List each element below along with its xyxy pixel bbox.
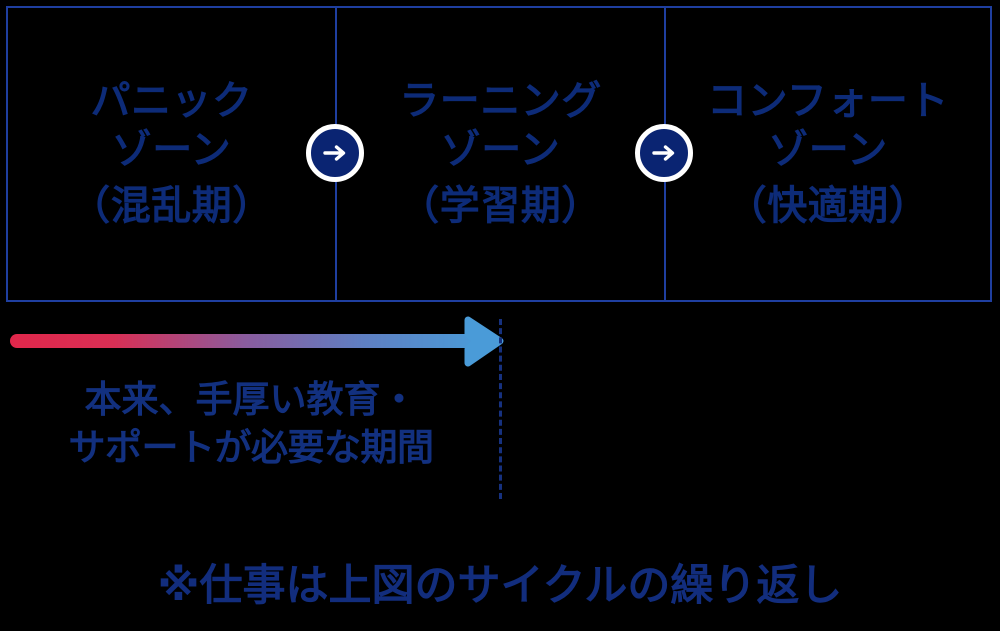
zone-frame: パニック ゾーン （混乱期） ラーニング ゾーン （学習期） コンフォート ゾー…: [6, 6, 992, 302]
gradient-arrow-right-icon: [6, 316, 506, 368]
zone-cell-comfort[interactable]: コンフォート ゾーン （快適期）: [666, 8, 990, 300]
zone-learning-line2: ゾーン: [440, 126, 561, 173]
timeline-caption-line2: サポートが必要な期間: [68, 426, 435, 470]
zone-comfort-line1: コンフォート: [707, 77, 949, 124]
zone-learning-line3: （学習期）: [399, 183, 602, 230]
timeline-caption: 本来、手厚い教育・ サポートが必要な期間: [8, 376, 494, 472]
dashed-guide-line: [499, 319, 502, 499]
zone-panic-line1: パニック: [90, 77, 253, 124]
timeline-caption-line1: 本来、手厚い教育・: [84, 378, 418, 421]
zone-cell-panic[interactable]: パニック ゾーン （混乱期）: [8, 8, 337, 300]
zone-comfort-line2: ゾーン: [768, 126, 888, 173]
zone-cell-learning[interactable]: ラーニング ゾーン （学習期）: [337, 8, 666, 300]
zone-label-panic: パニック ゾーン （混乱期）: [70, 77, 273, 231]
transition-badge-learning-to-comfort[interactable]: [635, 124, 693, 182]
zone-learning-line1: ラーニング: [399, 77, 602, 124]
arrow-right-icon: [649, 138, 679, 168]
zone-label-learning: ラーニング ゾーン （学習期）: [399, 77, 602, 231]
transition-badge-panic-to-learning[interactable]: [306, 124, 364, 182]
zone-comfort-line3: （快適期）: [726, 183, 930, 230]
footnote-text: ※仕事は上図のサイクルの繰り返し: [157, 561, 843, 611]
zone-panic-line3: （混乱期）: [70, 183, 273, 230]
zone-label-comfort: コンフォート ゾーン （快適期）: [707, 77, 949, 231]
zone-panic-line2: ゾーン: [111, 126, 232, 173]
arrow-right-icon: [320, 138, 350, 168]
